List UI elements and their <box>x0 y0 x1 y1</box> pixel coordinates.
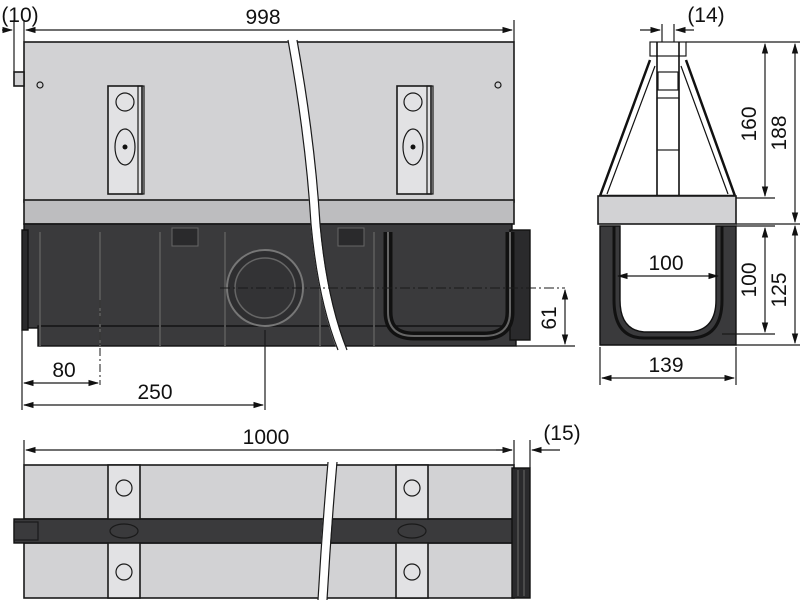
dim-100-height-label: 100 <box>738 262 761 297</box>
side-bracket-right <box>396 85 434 195</box>
side-channel-body <box>21 223 531 347</box>
side-break <box>287 39 348 352</box>
dim-160-label: 160 <box>738 106 761 141</box>
dim-100-height: 100 <box>722 225 775 335</box>
dim-15-label: (15) <box>543 422 580 445</box>
side-view: 998 (10) 80 250 61 <box>1 4 575 410</box>
side-bracket-left <box>107 85 145 195</box>
dim-14: (14) <box>640 4 725 42</box>
dim-80-label: 80 <box>52 359 75 382</box>
top-view: 1000 (15) <box>13 422 581 601</box>
cross-section-view: (14) 160 188 100 100 <box>597 4 800 385</box>
dim-998-label: 998 <box>245 6 280 29</box>
dim-188: 188 <box>736 41 800 225</box>
dim-80: 80 <box>21 330 100 410</box>
top-break <box>317 461 338 601</box>
dim-100-width: 100 <box>616 252 720 280</box>
dim-10: (10) <box>1 4 39 72</box>
dim-10-label: (10) <box>1 4 38 27</box>
dim-250: 250 <box>22 330 266 410</box>
dim-250-label: 250 <box>137 381 172 404</box>
dim-100-width-label: 100 <box>648 252 683 275</box>
section-channel <box>599 225 737 346</box>
top-bracket-left <box>107 464 141 599</box>
side-grate <box>13 41 515 225</box>
section-grate-plate <box>597 195 737 225</box>
section-grate-frame <box>598 41 737 198</box>
dim-125-label: 125 <box>768 272 791 307</box>
dim-998: 998 <box>23 6 515 42</box>
dim-61-label: 61 <box>538 306 561 329</box>
dim-14-label: (14) <box>687 4 724 27</box>
dim-160: 160 <box>686 41 775 199</box>
dim-1000: 1000 <box>23 426 515 465</box>
dim-61: 61 <box>516 288 575 347</box>
top-bracket-right <box>395 464 429 599</box>
dim-188-label: 188 <box>768 115 791 150</box>
dim-15: (15) <box>496 422 581 468</box>
dim-125: 125 <box>736 224 800 346</box>
dim-139: 139 <box>599 347 737 385</box>
dim-139-label: 139 <box>648 354 683 377</box>
dim-1000-label: 1000 <box>243 426 290 449</box>
top-grate <box>13 464 531 599</box>
